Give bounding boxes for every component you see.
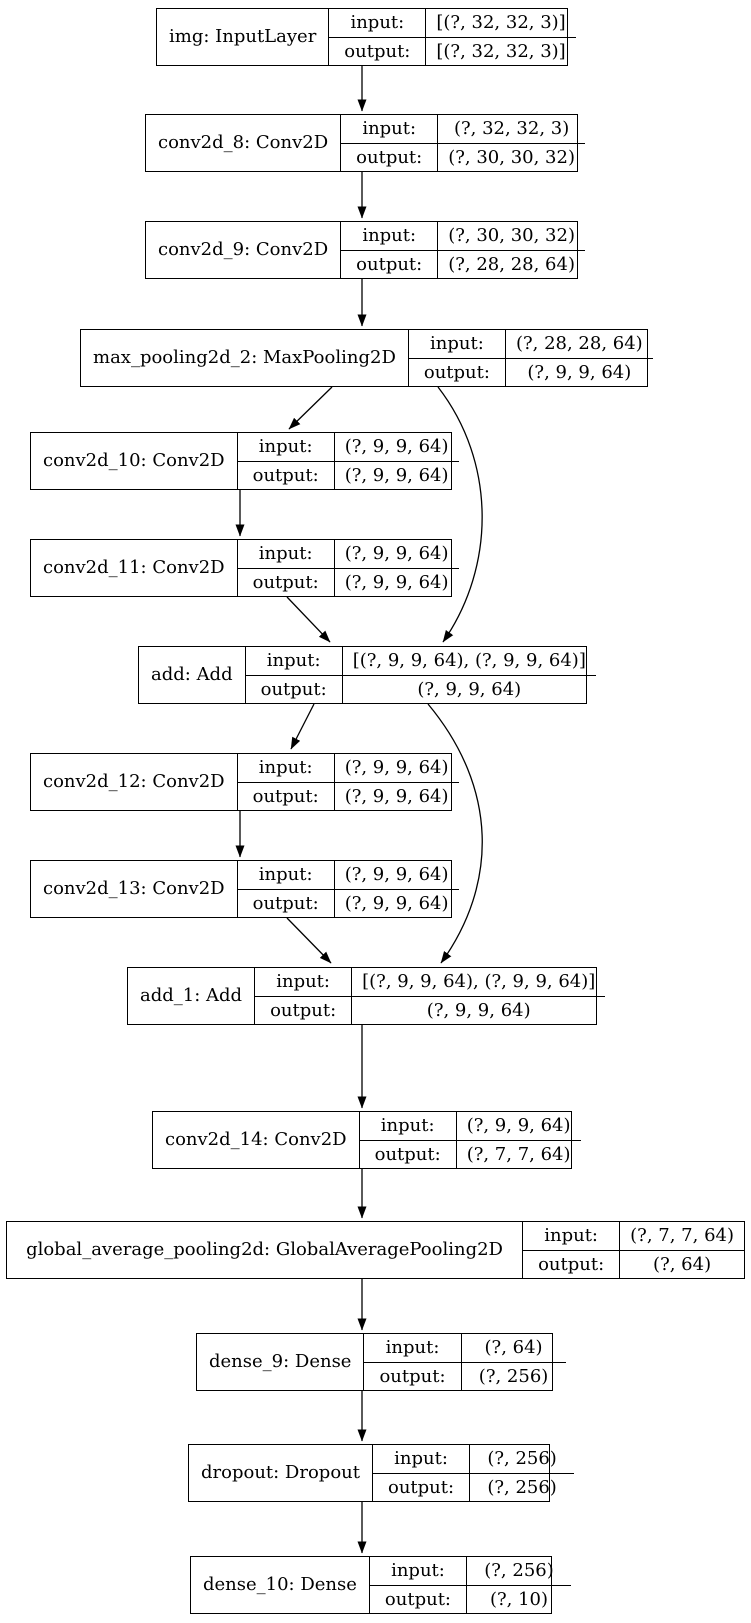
layer-node-conv2d_14: conv2d_14: Conv2D input: (?, 9, 9, 64) o… — [152, 1111, 581, 1169]
layer-label: conv2d_14: Conv2D — [165, 1129, 347, 1150]
input-shape: (?, 64) — [460, 1334, 566, 1362]
layer-label: conv2d_10: Conv2D — [43, 450, 225, 471]
input-shape: (?, 256) — [466, 1557, 571, 1585]
input-label: input: — [358, 1112, 456, 1140]
layer-node-add_1: add_1: Add input: [(?, 9, 9, 64), (?, 9,… — [127, 967, 606, 1025]
output-shape: (?, 30, 30, 32) — [437, 143, 585, 171]
input-shape: (?, 9, 9, 64) — [333, 861, 459, 889]
edge-add-conv2d_12 — [290, 703, 315, 750]
input-shape: [(?, 9, 9, 64), (?, 9, 9, 64)] — [351, 968, 605, 996]
layer-label: max_pooling2d_2: MaxPooling2D — [93, 347, 396, 368]
output-label: output: — [244, 675, 342, 703]
output-label: output: — [407, 358, 505, 386]
input-label: input: — [236, 754, 334, 782]
edge-conv2d_13-add_1 — [286, 917, 332, 964]
input-shape: (?, 9, 9, 64) — [455, 1112, 581, 1140]
layer-label: dense_10: Dense — [203, 1574, 357, 1595]
output-shape: (?, 10) — [466, 1585, 571, 1613]
output-shape: (?, 9, 9, 64) — [333, 782, 459, 810]
layer-node-conv2d_9: conv2d_9: Conv2D input: (?, 30, 30, 32) … — [145, 221, 585, 279]
input-label: input: — [340, 115, 437, 143]
output-label: output: — [254, 996, 352, 1024]
layer-node-max_pooling2d_2: max_pooling2d_2: MaxPooling2D input: (?,… — [80, 329, 653, 387]
output-label: output: — [368, 1585, 466, 1613]
input-label: input: — [236, 540, 334, 568]
output-label: output: — [328, 37, 426, 65]
layer-label: conv2d_11: Conv2D — [43, 557, 225, 578]
layer-node-conv2d_11: conv2d_11: Conv2D input: (?, 9, 9, 64) o… — [30, 539, 459, 597]
input-shape: (?, 9, 9, 64) — [333, 540, 459, 568]
output-label: output: — [236, 782, 334, 810]
input-shape: [(?, 9, 9, 64), (?, 9, 9, 64)] — [341, 647, 596, 675]
output-shape: (?, 9, 9, 64) — [504, 358, 653, 386]
output-shape: (?, 28, 28, 64) — [437, 250, 585, 278]
output-shape: (?, 9, 9, 64) — [351, 996, 606, 1024]
layer-node-conv2d_13: conv2d_13: Conv2D input: (?, 9, 9, 64) o… — [30, 860, 459, 918]
layer-label: conv2d_8: Conv2D — [158, 132, 329, 153]
layer-node-conv2d_10: conv2d_10: Conv2D input: (?, 9, 9, 64) o… — [30, 432, 459, 490]
layer-node-add: add: Add input: [(?, 9, 9, 64), (?, 9, 9… — [138, 646, 596, 704]
output-shape: (?, 9, 9, 64) — [333, 568, 459, 596]
edge-max_pooling2d_2-conv2d_10 — [288, 386, 333, 430]
layer-label: dense_9: Dense — [209, 1351, 352, 1372]
layer-label: conv2d_12: Conv2D — [43, 771, 225, 792]
edge-add-add_1 — [427, 703, 483, 964]
output-label: output: — [236, 461, 334, 489]
input-shape: (?, 9, 9, 64) — [333, 754, 459, 782]
input-shape: (?, 9, 9, 64) — [333, 433, 459, 461]
output-label: output: — [236, 568, 334, 596]
input-label: input: — [407, 330, 505, 358]
edge-conv2d_11-add — [286, 596, 331, 643]
input-label: input: — [522, 1222, 619, 1250]
layer-node-img: img: InputLayer input: [(?, 32, 32, 3)] … — [156, 8, 576, 66]
input-label: input: — [254, 968, 351, 996]
input-shape: (?, 32, 32, 3) — [437, 115, 585, 143]
edge-max_pooling2d_2-add — [437, 386, 483, 643]
input-label: input: — [328, 9, 425, 37]
input-shape: [(?, 32, 32, 3)] — [425, 9, 575, 37]
layer-label: img: InputLayer — [169, 26, 317, 47]
layer-node-dense_10: dense_10: Dense input: (?, 256) output: … — [190, 1556, 571, 1614]
layer-label: dropout: Dropout — [201, 1462, 360, 1483]
output-label: output: — [522, 1250, 620, 1278]
output-label: output: — [363, 1362, 461, 1390]
layer-node-conv2d_12: conv2d_12: Conv2D input: (?, 9, 9, 64) o… — [30, 753, 459, 811]
input-shape: (?, 30, 30, 32) — [437, 222, 585, 250]
input-shape: (?, 256) — [469, 1445, 574, 1473]
input-label: input: — [340, 222, 437, 250]
output-label: output: — [236, 889, 334, 917]
layer-node-dense_9: dense_9: Dense input: (?, 64) output: (?… — [196, 1333, 566, 1391]
output-shape: (?, 7, 7, 64) — [455, 1140, 581, 1168]
input-shape: (?, 7, 7, 64) — [619, 1222, 744, 1250]
input-label: input: — [363, 1334, 460, 1362]
output-shape: (?, 9, 9, 64) — [341, 675, 596, 703]
layer-label: conv2d_9: Conv2D — [158, 239, 329, 260]
output-label: output: — [340, 250, 438, 278]
output-label: output: — [340, 143, 438, 171]
output-shape: (?, 256) — [460, 1362, 566, 1390]
output-shape: (?, 256) — [469, 1473, 575, 1501]
input-label: input: — [236, 861, 334, 889]
layer-label: conv2d_13: Conv2D — [43, 878, 225, 899]
input-label: input: — [244, 647, 342, 675]
output-shape: (?, 64) — [619, 1250, 744, 1278]
layer-label: global_average_pooling2d: GlobalAverageP… — [26, 1239, 503, 1260]
output-label: output: — [358, 1140, 456, 1168]
input-label: input: — [368, 1557, 466, 1585]
input-label: input: — [372, 1445, 469, 1473]
layer-node-global_average_pooling2d: global_average_pooling2d: GlobalAverageP… — [6, 1221, 745, 1279]
input-label: input: — [236, 433, 334, 461]
output-shape: (?, 9, 9, 64) — [333, 461, 459, 489]
output-shape: (?, 9, 9, 64) — [333, 889, 459, 917]
output-shape: [(?, 32, 32, 3)] — [425, 37, 576, 65]
input-shape: (?, 28, 28, 64) — [504, 330, 653, 358]
layer-node-dropout: dropout: Dropout input: (?, 256) output:… — [188, 1444, 575, 1502]
output-label: output: — [372, 1473, 470, 1501]
layer-label: add: Add — [151, 664, 233, 685]
layer-label: add_1: Add — [140, 985, 243, 1006]
layer-node-conv2d_8: conv2d_8: Conv2D input: (?, 32, 32, 3) o… — [145, 114, 585, 172]
